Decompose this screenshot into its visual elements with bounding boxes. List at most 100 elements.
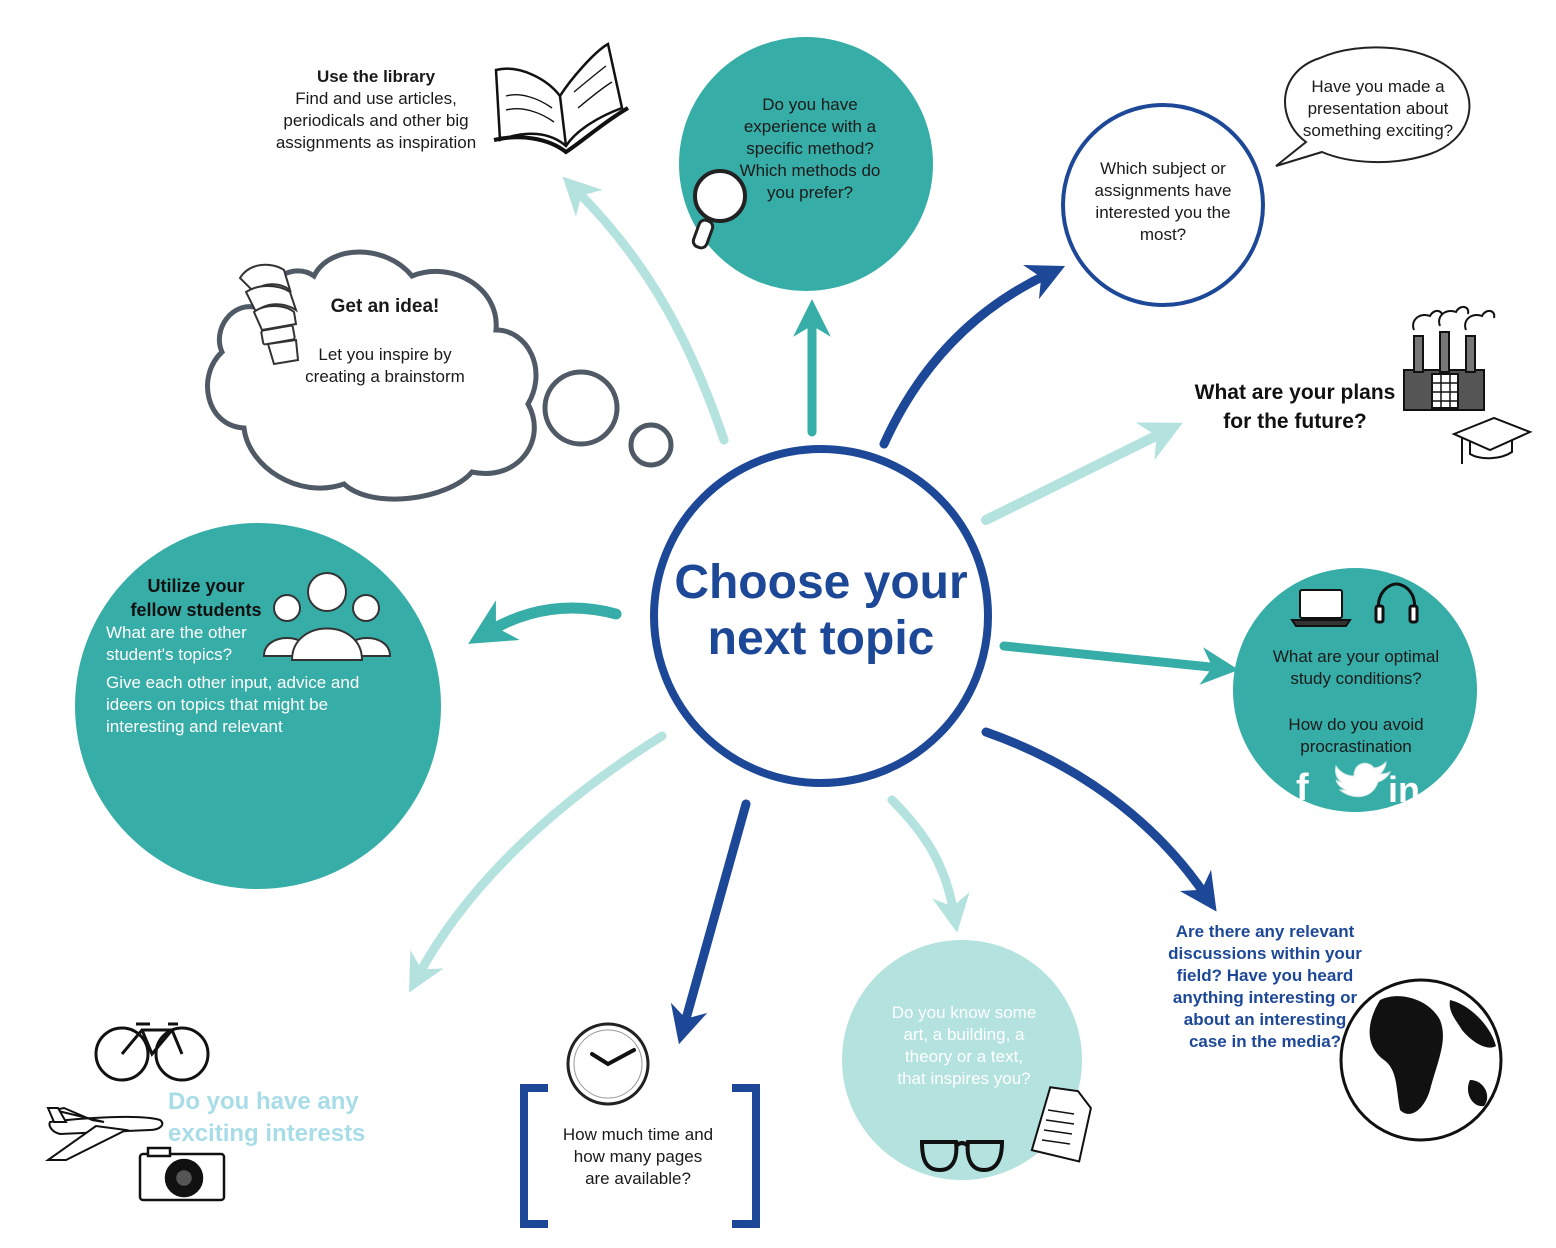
art-line3: theory or a text,: [904, 1047, 1024, 1066]
fellow-title2: fellow students: [130, 600, 262, 620]
arrow-to-media: [981, 727, 1217, 912]
conditions-line4: procrastination: [1300, 737, 1412, 756]
time-line1: How much time and: [562, 1125, 714, 1144]
media-line3: field? Have you heard: [1176, 966, 1354, 985]
time-brackets: [520, 1084, 760, 1228]
subject-line4: most?: [1139, 225, 1187, 244]
center-line1: Choose your: [674, 556, 968, 609]
arrow-to-art: [887, 795, 970, 933]
fellow-title1: Utilize your: [147, 576, 245, 596]
method-line3: specific method?: [746, 139, 874, 158]
interests-text: Do you have any exciting interests: [168, 1086, 378, 1150]
lightbulb-icon: [238, 263, 300, 366]
conditions-text: What are your optimal study conditions? …: [1250, 646, 1462, 758]
idea-text: Get an idea! Let you inspire by creating…: [290, 296, 480, 388]
center-title: Choose your next topic: [654, 555, 988, 667]
future-text: What are your plans for the future?: [1180, 378, 1410, 436]
subject-line3: interested you the: [1095, 203, 1231, 222]
camera-icon: [138, 1146, 226, 1202]
idea-line1: Let you inspire by: [318, 345, 452, 364]
conditions-line3: How do you avoid: [1288, 715, 1424, 734]
bicycle-icon: [94, 1022, 210, 1082]
method-line1: Do you have: [762, 95, 858, 114]
media-text: Are there any relevant discussions withi…: [1150, 921, 1380, 1053]
speech-bubble: [1275, 46, 1471, 167]
linkedin-icon: in: [1388, 769, 1420, 810]
subject-line2: assignments have: [1094, 181, 1232, 200]
conditions-circle: [1233, 568, 1477, 812]
fellow-line1: What are the other: [106, 623, 247, 642]
magnifier-icon: [691, 169, 747, 250]
facebook-icon: f: [1296, 767, 1309, 809]
fellow-title: Utilize your fellow students: [110, 574, 282, 622]
conditions-line1: What are your optimal: [1272, 647, 1440, 666]
future-line2: for the future?: [1223, 410, 1367, 433]
media-line5: about an interesting: [1183, 1010, 1347, 1029]
method-line4: Which methods do: [739, 161, 881, 180]
future-line1: What are your plans: [1194, 381, 1396, 404]
library-title: Use the library: [316, 67, 436, 86]
fellow-line3: Give each other input, advice and: [106, 673, 360, 692]
library-line1: Find and use articles,: [295, 89, 457, 108]
time-line2: how many pages: [573, 1147, 703, 1166]
presentation-text: Have you made a presentation about somet…: [1286, 76, 1470, 142]
presentation-line2: presentation about: [1307, 99, 1449, 118]
arrow-to-interests: [408, 731, 667, 993]
media-line6: case in the media?: [1188, 1032, 1342, 1051]
method-text: Do you have experience with a specific m…: [710, 94, 910, 204]
idea-line2: creating a brainstorm: [305, 367, 465, 386]
time-line3: are available?: [585, 1169, 691, 1188]
airplane-icon: [44, 1106, 164, 1161]
method-line5: you prefer?: [767, 183, 853, 202]
arrow-to-future: [981, 422, 1183, 525]
glasses-icon: [919, 1140, 1005, 1173]
arrow-to-time: [670, 799, 751, 1045]
headphones-icon: [1374, 582, 1419, 624]
presentation-line3: something exciting?: [1302, 121, 1454, 140]
graduation-cap-icon: [1451, 416, 1533, 464]
people-icon: [262, 572, 392, 661]
twitter-icon: [1335, 760, 1392, 798]
method-circle: [679, 37, 933, 291]
library-line2: periodicals and other big: [283, 111, 469, 130]
fellow-text: What are the other student's topics? Giv…: [106, 622, 406, 738]
arrow-to-subject: [879, 264, 1066, 449]
art-circle: [842, 940, 1082, 1180]
open-book-icon: [493, 42, 630, 155]
arrows: [408, 176, 1239, 1045]
art-text: Do you know some art, a building, a theo…: [864, 1002, 1064, 1090]
arrow-to-conditions: [999, 641, 1239, 685]
fellow-line4: ideers on topics that might be: [106, 695, 329, 714]
media-line4: anything interesting or: [1172, 988, 1358, 1007]
presentation-line1: Have you made a: [1311, 77, 1445, 96]
method-line2: experience with a: [743, 117, 877, 136]
arrow-to-fellow: [468, 600, 622, 644]
time-text: How much time and how many pages are ava…: [540, 1124, 736, 1190]
clock-icon: [566, 1022, 650, 1106]
interests-line2: exciting interests: [168, 1120, 366, 1147]
interests-line1: Do you have any: [168, 1088, 359, 1115]
document-icon: [1030, 1086, 1092, 1163]
center-circle: [650, 445, 992, 787]
laptop-icon: [1290, 589, 1352, 627]
art-line1: Do you know some: [891, 1003, 1037, 1022]
factory-icon: [1403, 306, 1496, 411]
fellow-line5: interesting and relevant: [106, 717, 283, 736]
media-line2: discussions within your: [1168, 944, 1362, 963]
fellow-students-circle: [75, 523, 441, 889]
arrow-to-library: [562, 176, 729, 445]
art-line2: art, a building, a: [903, 1025, 1025, 1044]
art-line4: that inspires you?: [897, 1069, 1031, 1088]
subject-circle: [1061, 103, 1265, 307]
center-line2: next topic: [707, 612, 935, 665]
media-line1: Are there any relevant: [1175, 922, 1355, 941]
library-text: Use the library Find and use articles, p…: [250, 66, 502, 154]
globe-icon: [1339, 978, 1503, 1142]
conditions-line2: study conditions?: [1290, 669, 1422, 688]
subject-text: Which subject or assignments have intere…: [1073, 158, 1253, 246]
library-line3: assignments as inspiration: [275, 133, 477, 152]
subject-line1: Which subject or: [1100, 159, 1226, 178]
fellow-line2: student's topics?: [106, 645, 233, 664]
idea-title: Get an idea!: [330, 296, 440, 317]
